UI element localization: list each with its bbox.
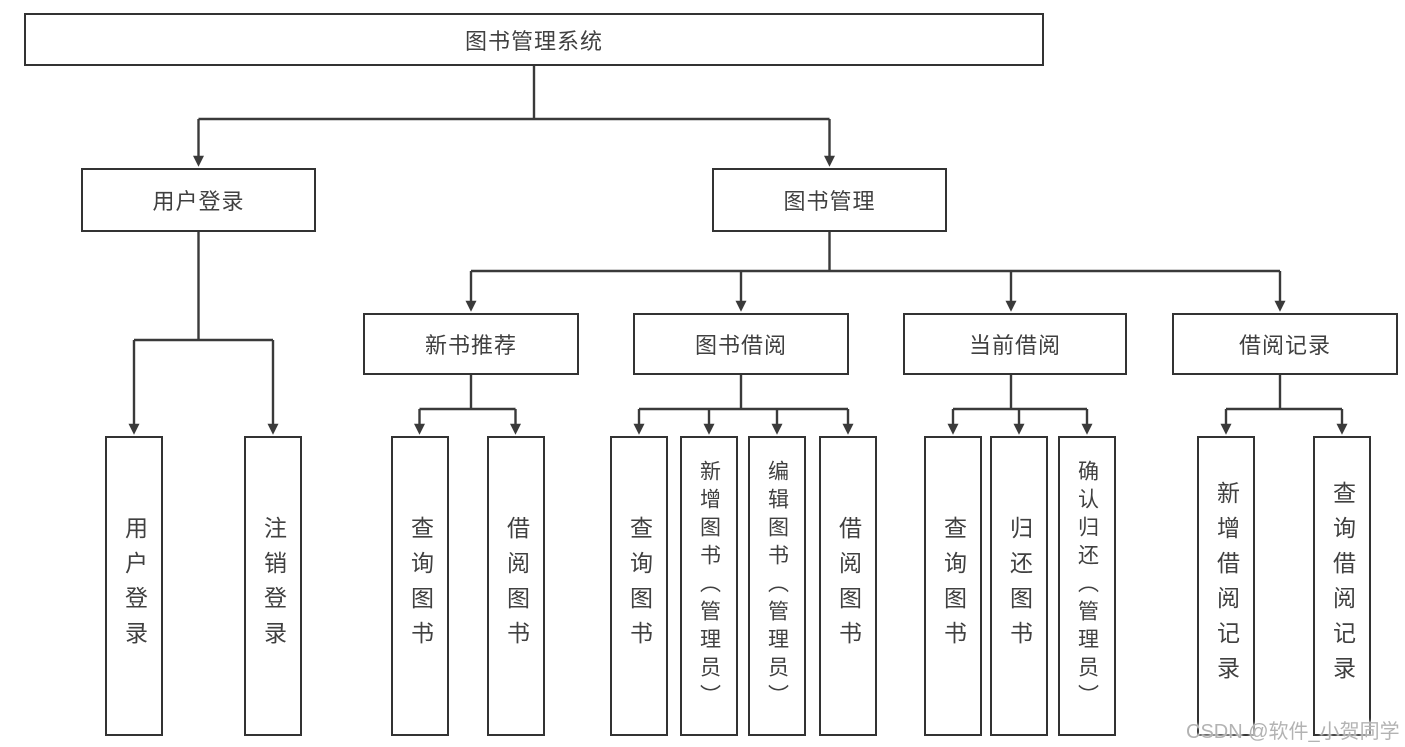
- leaf-borrow-books-recommend-label: 借阅图书: [503, 516, 530, 656]
- leaf-query-books-current-label: 查询图书: [940, 516, 967, 656]
- node-user-login: 用户登录: [81, 168, 316, 232]
- leaf-add-borrowing-record: 新增借阅记录: [1197, 436, 1255, 736]
- leaf-return-books-label: 归还图书: [1006, 516, 1033, 656]
- node-borrowing-records-label: 借阅记录: [1238, 333, 1331, 358]
- leaf-return-books: 归还图书: [990, 436, 1048, 736]
- leaf-edit-book-admin-label: 编辑图书（管理员）: [765, 460, 789, 712]
- leaf-query-borrowing-record: 查询借阅记录: [1313, 436, 1371, 736]
- leaf-query-borrowing-record-label: 查询借阅记录: [1329, 481, 1356, 691]
- node-current-borrowing: 当前借阅: [903, 313, 1127, 375]
- leaf-logout-login: 注销登录: [244, 436, 302, 736]
- leaf-query-books-current: 查询图书: [924, 436, 982, 736]
- leaf-confirm-return-admin-label: 确认归还（管理员）: [1075, 460, 1099, 712]
- leaf-edit-book-admin: 编辑图书（管理员）: [748, 436, 806, 736]
- node-new-book-recommendation-label: 新书推荐: [424, 333, 517, 358]
- leaf-query-books-borrowing: 查询图书: [610, 436, 668, 736]
- node-library-management-system-label: 图书管理系统: [464, 28, 603, 54]
- leaf-borrow-books-recommend: 借阅图书: [487, 436, 545, 736]
- node-book-borrowing-label: 图书借阅: [694, 333, 787, 358]
- leaf-borrow-books-borrowing-label: 借阅图书: [835, 516, 862, 656]
- leaf-user-login-label: 用户登录: [121, 516, 148, 656]
- node-book-borrowing: 图书借阅: [633, 313, 849, 375]
- leaf-add-book-admin: 新增图书（管理员）: [680, 436, 738, 736]
- leaf-query-books-recommend-label: 查询图书: [407, 516, 434, 656]
- leaf-add-book-admin-label: 新增图书（管理员）: [697, 460, 721, 712]
- node-library-management-system: 图书管理系统: [24, 13, 1044, 66]
- watermark-text: CSDN @软件_小贺同学: [1186, 721, 1400, 743]
- node-borrowing-records: 借阅记录: [1172, 313, 1398, 375]
- leaf-user-login: 用户登录: [105, 436, 163, 736]
- leaf-logout-login-label: 注销登录: [260, 516, 287, 656]
- node-current-borrowing-label: 当前借阅: [968, 333, 1061, 358]
- leaf-query-books-recommend: 查询图书: [391, 436, 449, 736]
- node-user-login-label: 用户登录: [152, 189, 245, 214]
- node-book-management-label: 图书管理: [783, 189, 876, 214]
- leaf-add-borrowing-record-label: 新增借阅记录: [1213, 481, 1240, 691]
- leaf-borrow-books-borrowing: 借阅图书: [819, 436, 877, 736]
- node-book-management: 图书管理: [712, 168, 947, 232]
- leaf-confirm-return-admin: 确认归还（管理员）: [1058, 436, 1116, 736]
- leaf-query-books-borrowing-label: 查询图书: [626, 516, 653, 656]
- node-new-book-recommendation: 新书推荐: [363, 313, 579, 375]
